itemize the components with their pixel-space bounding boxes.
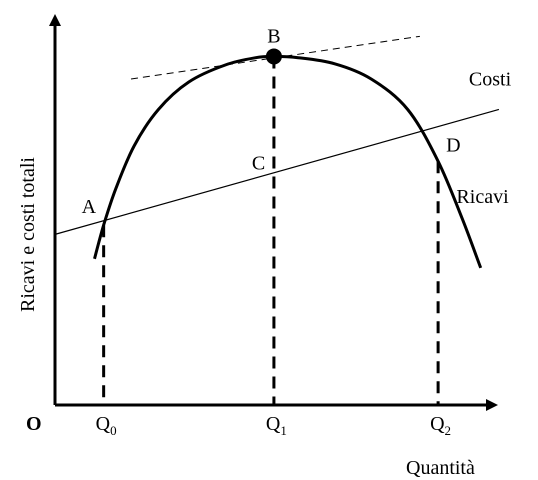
- point-label-d: D: [446, 134, 460, 156]
- x-tick-label-1: Q1: [266, 413, 287, 438]
- x-axis-label: Quantità: [406, 457, 475, 479]
- x-tick-labels: Q0 Q1 Q2: [96, 413, 451, 438]
- series-line-ricavi: [93, 54, 483, 269]
- origin-label: O: [26, 413, 42, 435]
- series-lines: [54, 35, 500, 269]
- point-label-c: C: [252, 152, 265, 174]
- point-label-b: B: [267, 25, 280, 47]
- series-line-costi: [54, 108, 500, 235]
- point-label-a: A: [82, 196, 97, 218]
- curve-label-ricavi: Ricavi: [456, 186, 509, 208]
- drop-lines: [102, 56, 440, 405]
- x-tick-label-2: Q2: [430, 413, 451, 438]
- point-markers: [265, 48, 282, 65]
- x-tick-label-0: Q0: [96, 413, 117, 438]
- curve-label-costi: Costi: [469, 68, 512, 90]
- point-marker-b: [265, 48, 282, 65]
- y-axis-label: Ricavi e costi totali: [17, 157, 39, 312]
